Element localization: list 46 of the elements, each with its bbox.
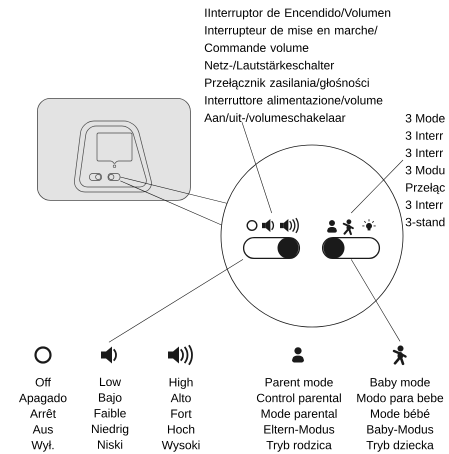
- node-label: Apagado: [18, 393, 67, 405]
- node-label: Bajo: [98, 392, 122, 404]
- speaker-icon: [168, 344, 193, 366]
- node-label: Faible: [94, 408, 126, 418]
- node-label: Mode bébé: [370, 408, 430, 418]
- caption-text: Parent mode Control parental Mode parental Eltern-Modus Tryb rodzica: [256, 378, 341, 452]
- leader-line: [120, 180, 222, 226]
- ring-icon: [34, 346, 52, 364]
- node-label: Tryb rodzica: [266, 440, 332, 452]
- caption-text: Low Bajo Faible Niedrig Niski: [92, 378, 128, 449]
- leader-line: [242, 122, 272, 214]
- leader-line: [108, 259, 244, 343]
- caption-text: Baby mode Modo para bebe Mode bébé Baby-Modus Tryb dziecka: [357, 378, 444, 452]
- node-label: Control parental: [256, 393, 341, 405]
- node-label: Modo para bebe: [357, 393, 444, 405]
- node-label: Tryb dziecka: [366, 440, 434, 452]
- node-label: Fort: [171, 410, 192, 418]
- leader-line: [350, 259, 400, 342]
- speaker-icon: [101, 346, 117, 364]
- node-label: Arrêt: [30, 409, 56, 418]
- baby-icon: [392, 346, 407, 366]
- node-label: High: [170, 378, 193, 389]
- node-label: Hoch: [168, 424, 194, 434]
- node-label: Off: [36, 378, 51, 386]
- detail-circle: [220, 144, 404, 328]
- node-label: Low: [100, 378, 122, 386]
- node-label: Niedrig: [92, 424, 128, 436]
- node-label: Wysoki: [162, 440, 200, 452]
- node-label: Alto: [170, 393, 191, 402]
- node-label: Aus: [32, 425, 53, 434]
- node-label: Baby mode: [370, 378, 430, 389]
- caption-text: High Alto Fort Hoch Wysoki: [162, 378, 200, 452]
- slide-switch: [108, 173, 120, 181]
- callout-text: 3 Mode 3 Interr 3 Interr 3 Modu Przełąc 3 Interr 3-stand: [406, 114, 445, 226]
- node-label: Wył.: [31, 440, 54, 452]
- leader-line: [350, 160, 404, 214]
- node-label: Eltern-Modus: [264, 424, 334, 434]
- node-label: Parent mode: [266, 378, 333, 387]
- person-icon: [292, 347, 304, 362]
- node-label: Niski: [98, 440, 122, 449]
- leader-line: [120, 176, 227, 204]
- node-label: Mode parental: [262, 409, 337, 420]
- callout-text: IInterruptor de Encendido/Volumen Interrupteur de mise en marche/ Commande volume Netz-/Lautstärkeschalter Przełącznik zasilania/głośności Interruttore alimentazione/volume Aan/uit-/volumeschakelaar: [204, 8, 390, 122]
- node-label: Baby-Modus: [367, 424, 434, 436]
- caption-text: Off Apagado Arrêt Aus Wył.: [19, 378, 66, 452]
- device-illustration: [37, 98, 191, 201]
